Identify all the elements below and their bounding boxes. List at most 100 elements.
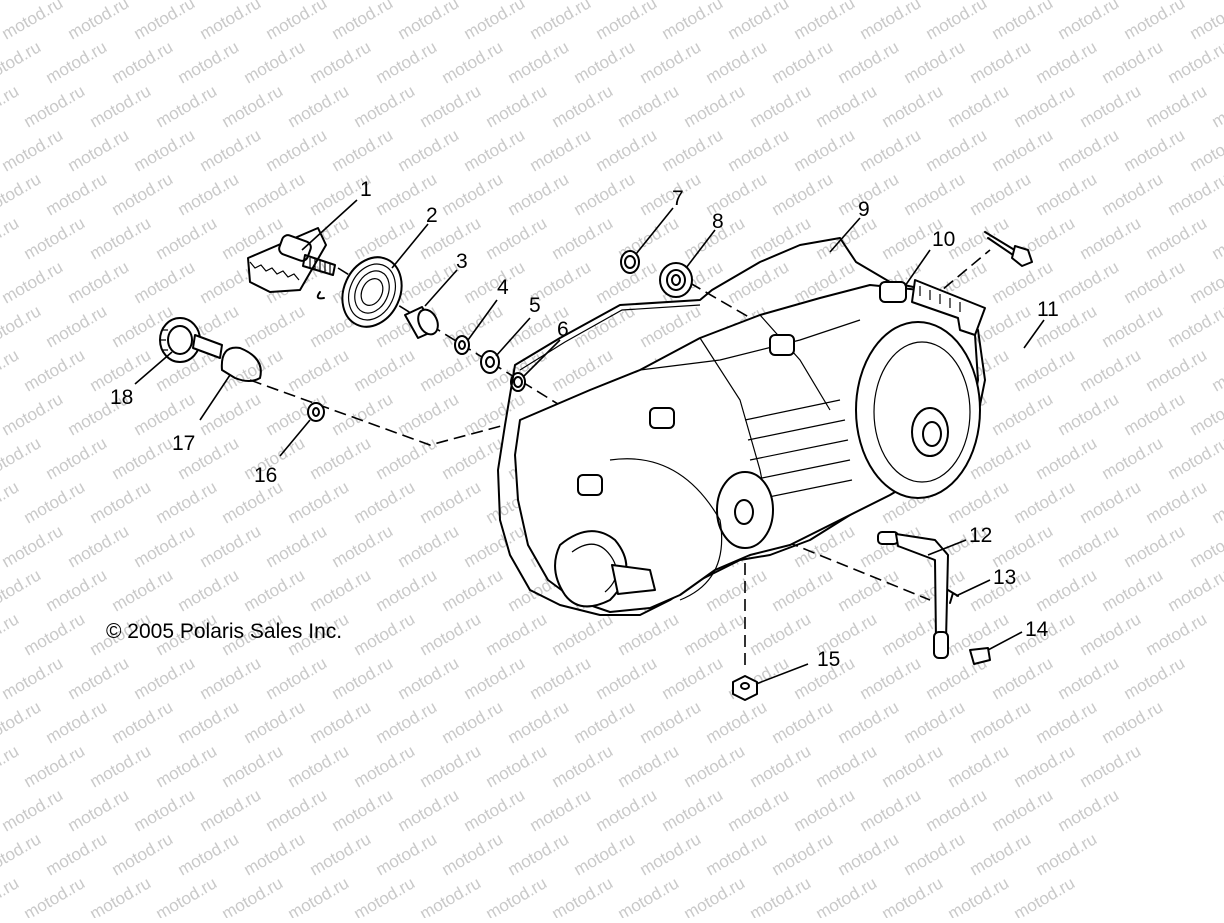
watermark-text: motod.ru (879, 741, 947, 791)
watermark-text: motod.ru (197, 521, 265, 571)
watermark-text: motod.ru (439, 829, 507, 879)
watermark-text: motod.ru (1143, 213, 1211, 263)
watermark-text: motod.ru (1187, 389, 1224, 439)
watermark-text: motod.ru (1187, 0, 1224, 43)
watermark-text: motod.ru (505, 697, 573, 747)
watermark-text: motod.ru (0, 257, 66, 307)
watermark-text: motod.ru (307, 433, 375, 483)
watermark-text: motod.ru (1033, 169, 1101, 219)
watermark-text: motod.ru (0, 697, 44, 747)
watermark-text: motod.ru (21, 741, 89, 791)
watermark-text: motod.ru (1011, 81, 1079, 131)
watermark-text: motod.ru (1143, 81, 1211, 131)
watermark-text: motod.ru (175, 697, 243, 747)
watermark-text: motod.ru (1077, 477, 1145, 527)
watermark-text: motod.ru (1209, 345, 1224, 395)
watermark-text: motod.ru (417, 345, 485, 395)
callout-3: 3 (456, 250, 468, 273)
callout-10: 10 (932, 228, 955, 251)
watermark-text: motod.ru (285, 345, 353, 395)
watermark-text: motod.ru (241, 301, 309, 351)
watermark-text: motod.ru (329, 653, 397, 703)
watermark-text: motod.ru (1099, 169, 1167, 219)
watermark-text: motod.ru (571, 829, 639, 879)
watermark-text: motod.ru (681, 873, 749, 918)
callout-7: 7 (672, 187, 684, 210)
watermark-text: motod.ru (65, 125, 133, 175)
watermark-text: motod.ru (835, 565, 903, 615)
callout-11: 11 (1037, 298, 1059, 321)
watermark-text: motod.ru (857, 653, 925, 703)
callout-17: 17 (172, 432, 195, 455)
watermark-text: motod.ru (417, 873, 485, 918)
watermark-text: motod.ru (109, 697, 177, 747)
watermark-text: motod.ru (329, 521, 397, 571)
watermark-text: motod.ru (1055, 257, 1123, 307)
watermark-text: motod.ru (835, 829, 903, 879)
watermark-text: motod.ru (395, 521, 463, 571)
watermark-text: motod.ru (769, 37, 837, 87)
watermark-text: motod.ru (747, 609, 815, 659)
watermark-text: motod.ru (593, 653, 661, 703)
watermark-text: motod.ru (1165, 433, 1224, 483)
watermark-text: motod.ru (549, 213, 617, 263)
watermark-text: motod.ru (1165, 169, 1224, 219)
watermark-text: motod.ru (549, 741, 617, 791)
watermark-text: motod.ru (659, 125, 727, 175)
watermark-text: motod.ru (615, 873, 683, 918)
watermark-text: motod.ru (1055, 521, 1123, 571)
watermark-text: motod.ru (65, 653, 133, 703)
watermark-text: motod.ru (637, 829, 705, 879)
part-8-bearing (660, 263, 692, 297)
watermark-text: motod.ru (439, 565, 507, 615)
watermark-text: motod.ru (0, 785, 66, 835)
watermark-text: motod.ru (857, 0, 925, 43)
watermark-text: motod.ru (1055, 125, 1123, 175)
watermark-text: motod.ru (21, 345, 89, 395)
watermark-text: motod.ru (1209, 81, 1224, 131)
watermark-text: motod.ru (175, 37, 243, 87)
watermark-text: motod.ru (307, 565, 375, 615)
callout-8: 8 (712, 210, 724, 233)
watermark-text: motod.ru (813, 81, 881, 131)
watermark-text: motod.ru (615, 609, 683, 659)
watermark-text: motod.ru (395, 0, 463, 43)
watermark-text: motod.ru (439, 37, 507, 87)
watermark-text: motod.ru (351, 81, 419, 131)
watermark-text: motod.ru (0, 477, 22, 527)
watermark-text: motod.ru (0, 829, 44, 879)
watermark-text: motod.ru (1077, 609, 1145, 659)
watermark-text: motod.ru (0, 741, 22, 791)
watermark-text: motod.ru (747, 213, 815, 263)
watermark-text: motod.ru (417, 81, 485, 131)
callout-18: 18 (110, 386, 133, 409)
watermark-text: motod.ru (241, 169, 309, 219)
watermark-text: motod.ru (681, 81, 749, 131)
watermark-text: motod.ru (109, 37, 177, 87)
watermark-text: motod.ru (549, 873, 617, 918)
watermark-text: motod.ru (1165, 301, 1224, 351)
watermark-text: motod.ru (351, 873, 419, 918)
watermark-text: motod.ru (945, 873, 1013, 918)
watermark-text: motod.ru (1121, 521, 1189, 571)
watermark-text: motod.ru (109, 169, 177, 219)
watermark-text: motod.ru (1011, 741, 1079, 791)
watermark-text: motod.ru (197, 785, 265, 835)
watermark-text: motod.ru (1121, 653, 1189, 703)
watermark-text: motod.ru (373, 829, 441, 879)
watermark-text: motod.ru (769, 565, 837, 615)
watermark-text: motod.ru (571, 169, 639, 219)
watermark-text: motod.ru (395, 785, 463, 835)
watermark-text: motod.ru (901, 697, 969, 747)
watermark-text: motod.ru (461, 521, 529, 571)
watermark-text: motod.ru (967, 829, 1035, 879)
watermark-text: motod.ru (681, 741, 749, 791)
watermark-text: motod.ru (1121, 0, 1189, 43)
watermark-text: motod.ru (989, 653, 1057, 703)
watermark-text: motod.ru (21, 873, 89, 918)
watermark-text: motod.ru (0, 565, 44, 615)
watermark-text: motod.ru (989, 389, 1057, 439)
callout-16: 16 (254, 464, 277, 487)
watermark-text: motod.ru (483, 81, 551, 131)
watermark-text: motod.ru (87, 741, 155, 791)
